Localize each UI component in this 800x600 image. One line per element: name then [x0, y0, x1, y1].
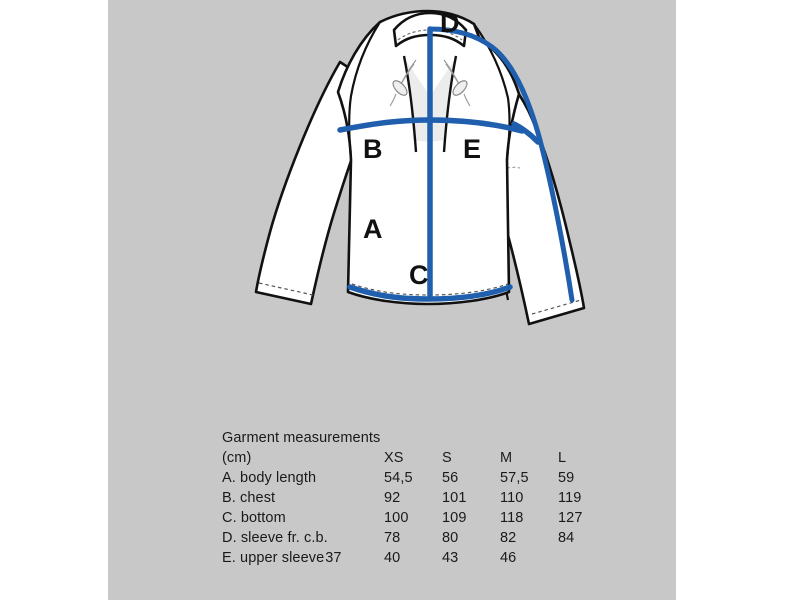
callout-c: C: [409, 260, 429, 290]
table-row: A. body length 54,5 56 57,5 59: [222, 468, 616, 488]
row-b-s: 101: [442, 490, 467, 506]
row-b-inline-extra: [275, 490, 276, 506]
callout-b: B: [363, 134, 383, 164]
left-armhole-seam: [348, 21, 381, 161]
table-title: Garment measurements: [222, 430, 381, 446]
row-a-l: 59: [558, 470, 575, 486]
drawcord-right: [443, 59, 471, 107]
size-header-l: L: [558, 450, 567, 466]
table-header-row: (cm) XS S M L: [222, 448, 616, 468]
row-c-l: 127: [558, 510, 583, 526]
row-label-b: B. chest: [222, 488, 384, 508]
measure-line-d: [427, 26, 575, 303]
row-label-c-text: C. bottom: [222, 510, 286, 526]
row-d-inline-extra: [328, 530, 329, 546]
row-label-c: C. bottom: [222, 508, 384, 528]
left-sleeve-cuff-stitch: [258, 282, 314, 296]
row-e-s: 43: [442, 550, 459, 566]
row-c-s: 109: [442, 510, 467, 526]
table-row: D. sleeve fr. c.b. 78 80 82 84: [222, 528, 616, 548]
row-label-e-text: E. upper sleeve: [222, 550, 325, 566]
row-label-e: E. upper sleeve37: [222, 548, 384, 568]
row-label-b-text: B. chest: [222, 490, 276, 506]
table-row: C. bottom 100 109 118 127: [222, 508, 616, 528]
row-label-d-text: D. sleeve fr. c.b.: [222, 530, 328, 546]
row-a-xs: 54,5: [384, 470, 413, 486]
row-e-xs: 40: [384, 550, 401, 566]
row-e-m: 46: [500, 550, 517, 566]
row-b-l: 119: [558, 490, 582, 506]
drawcord-left: [389, 59, 417, 107]
size-header-s: S: [442, 450, 452, 466]
right-placket: [442, 55, 458, 153]
row-b-m: 110: [500, 490, 524, 506]
row-c-xs: 100: [384, 510, 409, 526]
table-row: B. chest 92 101 110 119: [222, 488, 616, 508]
jacket-illustration: [254, 9, 586, 326]
row-d-xs: 78: [384, 530, 401, 546]
callout-e: E: [463, 134, 482, 164]
callout-d: D: [440, 8, 460, 38]
row-label-a: A. body length: [222, 468, 384, 488]
row-a-inline-extra: [316, 470, 317, 486]
measure-line-e: [511, 121, 541, 145]
measurements-grid: (cm) XS S M L A. body length 54,5 56 57,…: [222, 448, 616, 568]
row-d-s: 80: [442, 530, 459, 546]
row-c-inline-extra: [286, 510, 287, 526]
row-e-inline-extra: 37: [325, 550, 342, 566]
table-row: E. upper sleeve37 40 43 46: [222, 548, 616, 568]
row-b-xs: 92: [384, 490, 401, 506]
row-d-l: 84: [558, 530, 575, 546]
size-header-m: M: [500, 450, 513, 466]
row-label-d: D. sleeve fr. c.b.: [222, 528, 384, 548]
garment-technical-drawing: [108, 0, 676, 400]
measure-line-c: [347, 284, 513, 302]
unit-label: (cm): [222, 450, 252, 466]
row-a-m: 57,5: [500, 470, 529, 486]
row-e-l: [558, 548, 616, 568]
row-label-a-text: A. body length: [222, 470, 317, 486]
size-header-xs: XS: [384, 450, 404, 466]
left-placket: [402, 55, 418, 153]
row-a-s: 56: [442, 470, 459, 486]
callout-a: A: [363, 214, 383, 244]
row-c-m: 118: [500, 510, 524, 526]
garment-measurements-table: Garment measurements (cm) XS S M L A. bo…: [222, 428, 622, 568]
row-d-m: 82: [500, 530, 517, 546]
